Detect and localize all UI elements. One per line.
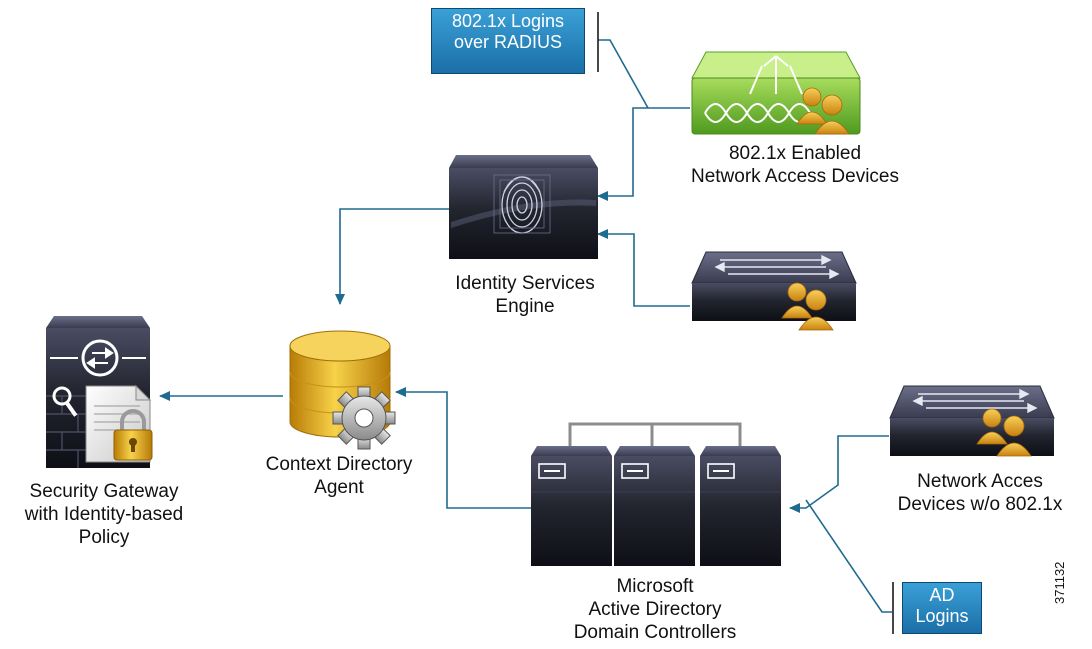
radius-callout-leader	[598, 39, 649, 109]
label-line: Context Directory	[265, 454, 413, 475]
server-icon	[614, 446, 695, 566]
ise-to-cda-connector	[335, 208, 449, 305]
nad-8021x-label: 802.1x Enabled Network Access Devices	[680, 142, 910, 188]
label-line: 802.1x Enabled	[728, 143, 862, 164]
ad-dc-label: Microsoft Active Directory Domain Contro…	[550, 575, 760, 644]
database-gear-icon	[289, 330, 396, 450]
fingerprint-server-icon	[449, 155, 598, 259]
callout-line: over RADIUS	[453, 32, 563, 52]
green-switch-with-users-icon	[691, 51, 861, 135]
nad-8021x-to-ise-connector	[597, 107, 690, 201]
label-line: Policy	[78, 527, 130, 548]
label-line: Devices w/o 802.1x	[897, 494, 1063, 515]
ad-to-cda-connector	[395, 387, 531, 509]
server-icon	[700, 446, 781, 566]
switch-to-ise-connector	[597, 229, 690, 307]
figure-id: 371132	[1052, 561, 1067, 604]
label-line: Security Gateway	[29, 481, 179, 502]
nad-no8021x-label: Network Acces Devices w/o 802.1x	[880, 470, 1080, 516]
server-cluster-icon	[531, 446, 781, 566]
label-line: Active Directory	[588, 599, 722, 620]
label-line: Identity Services	[455, 273, 595, 294]
connectors	[159, 39, 892, 613]
callout-line: AD	[929, 585, 955, 605]
label-line: Network Acces	[917, 471, 1043, 492]
cda-label: Context Directory Agent	[244, 453, 434, 499]
label-line: Engine	[495, 296, 555, 317]
ad-logins-callout: AD Logins	[902, 582, 982, 634]
switch-with-users-icon	[691, 251, 857, 331]
callout-line: 802.1x Logins	[451, 11, 565, 31]
label-line: Agent	[314, 477, 364, 498]
radius-logins-callout: 802.1x Logins over RADIUS	[431, 8, 585, 74]
callout-brackets	[597, 12, 894, 634]
ise-label: Identity Services Engine	[420, 272, 630, 318]
label-line: Network Access Devices	[690, 166, 899, 187]
nad-no8021x-to-ad-connector	[789, 435, 889, 513]
server-interconnect	[568, 422, 742, 446]
label-line: Microsoft	[616, 576, 694, 597]
firewall-lock-icon	[46, 316, 153, 468]
ad-callout-leader	[805, 499, 892, 613]
gateway-label: Security Gateway with Identity-based Pol…	[4, 480, 204, 549]
label-line: Domain Controllers	[573, 622, 737, 643]
callout-line: Logins	[915, 606, 969, 626]
switch-with-users-icon	[889, 385, 1055, 457]
server-icon	[531, 446, 612, 566]
label-line: with Identity-based	[24, 504, 184, 525]
